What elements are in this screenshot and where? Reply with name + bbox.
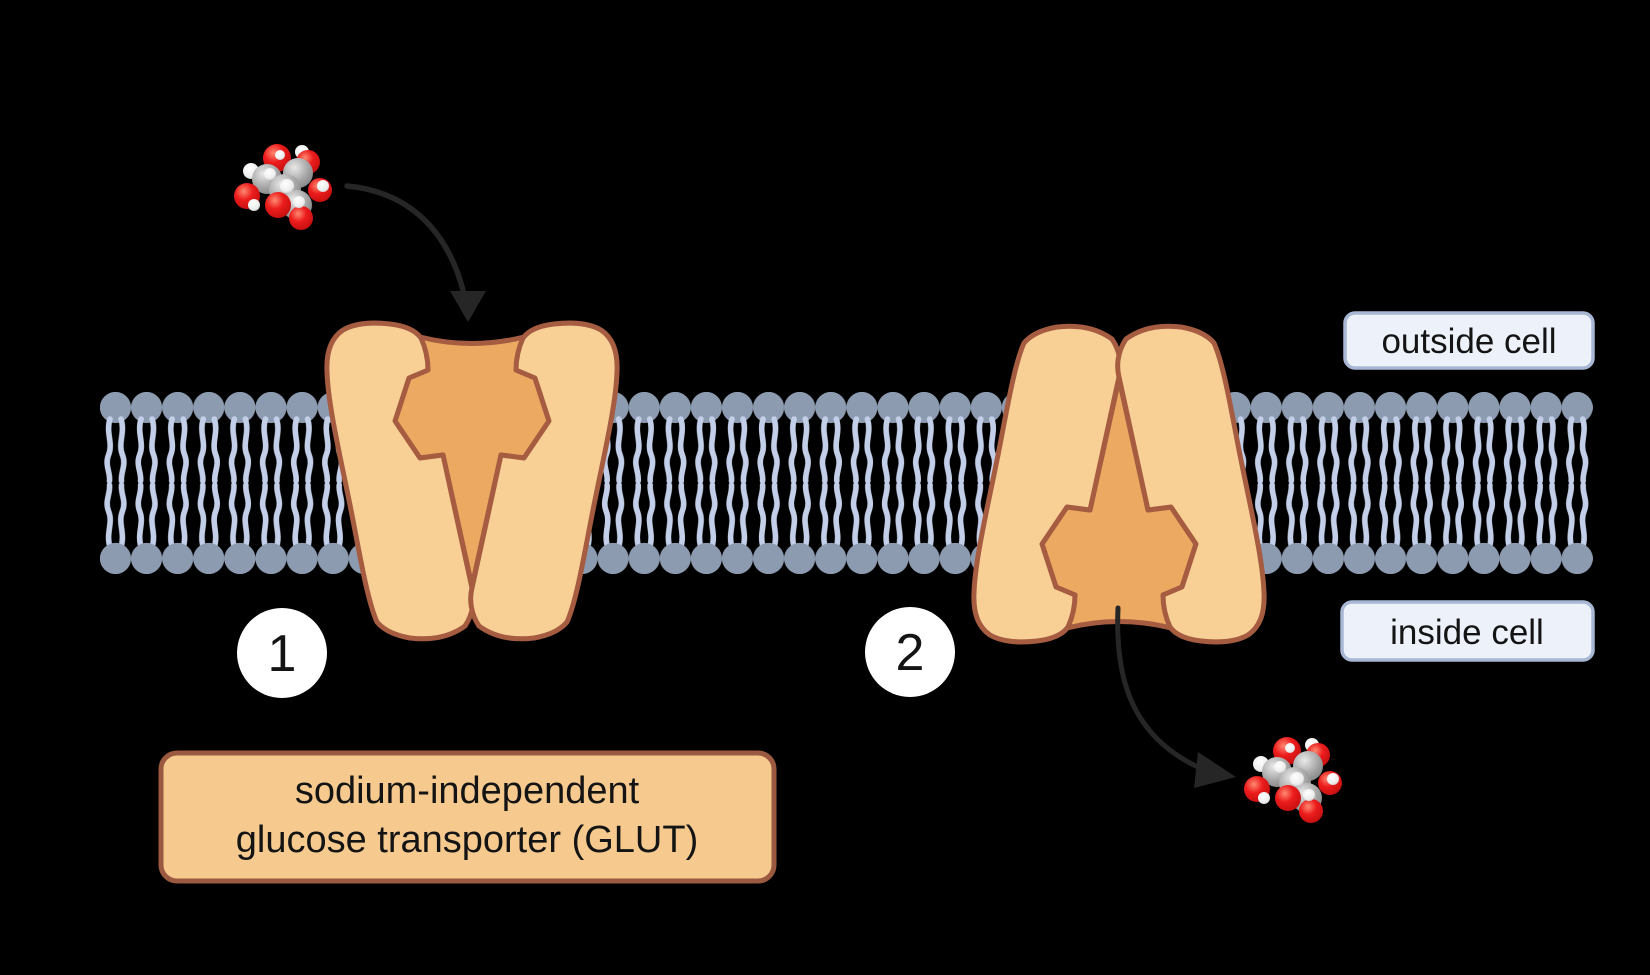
- caption-line-1: sodium-independent: [295, 770, 640, 812]
- glucose-exit-arrow: [1115, 605, 1236, 788]
- caption-line-2: glucose transporter (GLUT): [236, 819, 699, 861]
- inside-cell-label: inside cell: [1340, 600, 1595, 662]
- cell-membrane-bilayer: [100, 392, 1593, 574]
- step-1-number: 1: [268, 625, 297, 683]
- glut-transporter-open-inside: [974, 326, 1264, 642]
- inside-cell-text: inside cell: [1390, 613, 1544, 652]
- step-2-badge: 2: [865, 607, 955, 697]
- outside-cell-text: outside cell: [1381, 322, 1556, 361]
- glucose-molecule-outside: [234, 144, 332, 230]
- glucose-molecule-inside: [1244, 737, 1342, 823]
- step-1-badge: 1: [237, 608, 327, 698]
- glucose-entry-arrow: [344, 183, 486, 322]
- transporter-caption: sodium-independent glucose transporter (…: [158, 750, 777, 884]
- glut-transporter-open-outside: [327, 323, 617, 639]
- step-2-number: 2: [896, 624, 925, 682]
- outside-cell-label: outside cell: [1343, 311, 1595, 370]
